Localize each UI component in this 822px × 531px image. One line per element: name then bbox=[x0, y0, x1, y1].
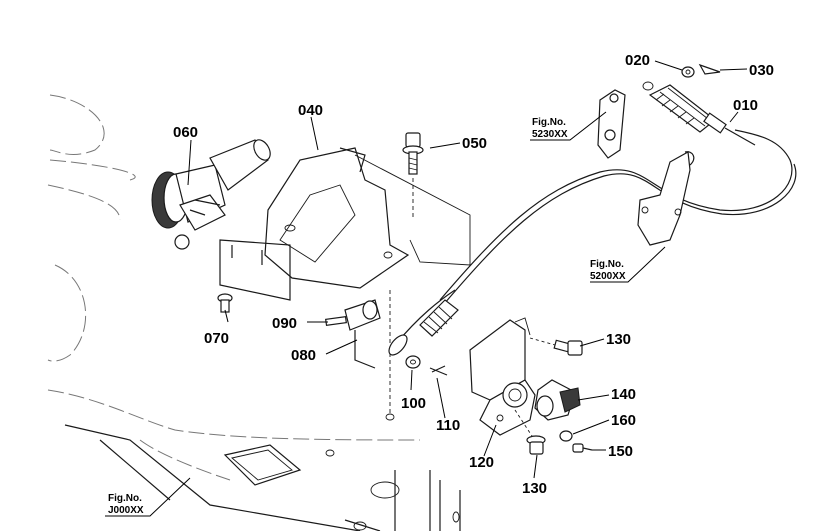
washer-020 bbox=[681, 66, 695, 78]
plate-edge bbox=[354, 154, 471, 266]
label-080: 080 bbox=[291, 347, 316, 364]
label-040: 040 bbox=[298, 102, 323, 119]
pin-090 bbox=[325, 315, 347, 327]
label-090: 090 bbox=[272, 315, 297, 332]
mower-deck-outline bbox=[47, 94, 461, 531]
label-020: 020 bbox=[625, 52, 650, 69]
bolt-130-lower bbox=[514, 409, 546, 455]
screw-150 bbox=[572, 443, 593, 453]
fig-ref-5200-line1: Fig.No. bbox=[590, 259, 624, 270]
label-140: 140 bbox=[611, 386, 636, 403]
bracket-plate-040 bbox=[219, 147, 410, 301]
label-030: 030 bbox=[749, 62, 774, 79]
clip-pin-110 bbox=[429, 365, 448, 376]
label-120: 120 bbox=[469, 454, 494, 471]
label-150: 150 bbox=[608, 443, 633, 460]
fig-ref-J000-line1: Fig.No. bbox=[108, 493, 142, 504]
link-arm-080 bbox=[344, 299, 381, 369]
cable-bracket bbox=[637, 151, 695, 246]
pivot-hole bbox=[385, 413, 395, 421]
upper-lever-bracket bbox=[597, 89, 626, 159]
label-110: 110 bbox=[436, 417, 460, 434]
washer-160 bbox=[559, 430, 573, 442]
fig-ref-5230-line1: Fig.No. bbox=[532, 117, 566, 128]
label-130-lower: 130 bbox=[522, 480, 547, 497]
fig-ref-5200-line2: 5200XX bbox=[590, 271, 626, 282]
leader-lines bbox=[105, 60, 748, 517]
cotter-pin-030 bbox=[642, 63, 721, 91]
bolt-130-upper bbox=[529, 337, 583, 356]
label-010: 010 bbox=[733, 97, 758, 114]
label-130-upper: 130 bbox=[606, 331, 631, 348]
control-cable-010 bbox=[388, 84, 797, 356]
fig-ref-5230-line2: 5230XX bbox=[532, 129, 568, 140]
sensor-140 bbox=[534, 379, 581, 421]
label-060: 060 bbox=[173, 124, 198, 141]
bolt-050 bbox=[402, 132, 424, 175]
wiper-motor-060 bbox=[151, 139, 271, 250]
fig-ref-J000-line2: J000XX bbox=[108, 505, 144, 516]
label-100: 100 bbox=[401, 395, 426, 412]
screw-070 bbox=[217, 293, 233, 313]
sensor-bracket-120 bbox=[469, 317, 536, 436]
washer-100 bbox=[405, 355, 421, 369]
label-160: 160 bbox=[611, 412, 636, 429]
label-050: 050 bbox=[462, 135, 487, 152]
label-070: 070 bbox=[204, 330, 229, 347]
